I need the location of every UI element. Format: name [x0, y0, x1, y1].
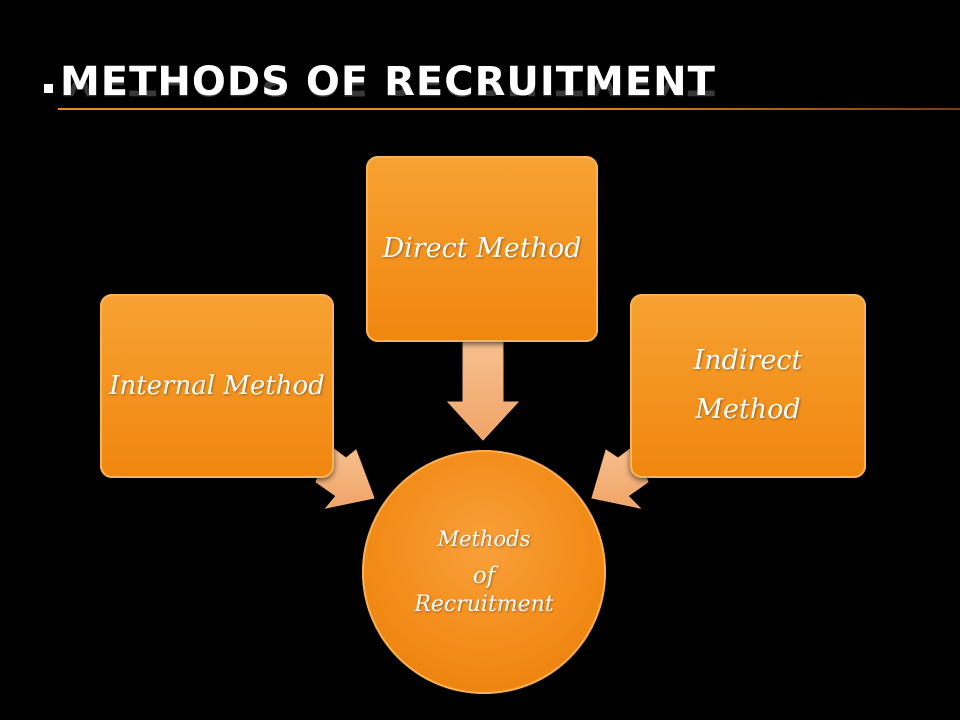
node-indirect-method-label-2: Method — [695, 394, 801, 425]
center-node-methods-of-recruitment: Methods of Recruitment — [362, 450, 606, 694]
title-bullet-icon — [44, 84, 53, 93]
center-label-line-2: of — [472, 563, 496, 589]
title-underline-rule — [58, 108, 960, 110]
center-label-line-3: Recruitment — [414, 591, 554, 617]
slide-title: METHODS OF RECRUITMENT — [60, 59, 716, 105]
center-label-line-1: Methods — [437, 526, 531, 551]
node-direct-method: Direct Method — [366, 156, 598, 342]
arrow-direct-to-center — [446, 341, 520, 441]
node-internal-method: Internal Method — [100, 294, 334, 478]
node-direct-method-label: Direct Method — [382, 233, 582, 265]
node-indirect-method-label-1: Indirect — [693, 345, 803, 377]
node-indirect-method: Indirect Method — [630, 294, 866, 478]
node-internal-method-label: Internal Method — [109, 370, 325, 401]
